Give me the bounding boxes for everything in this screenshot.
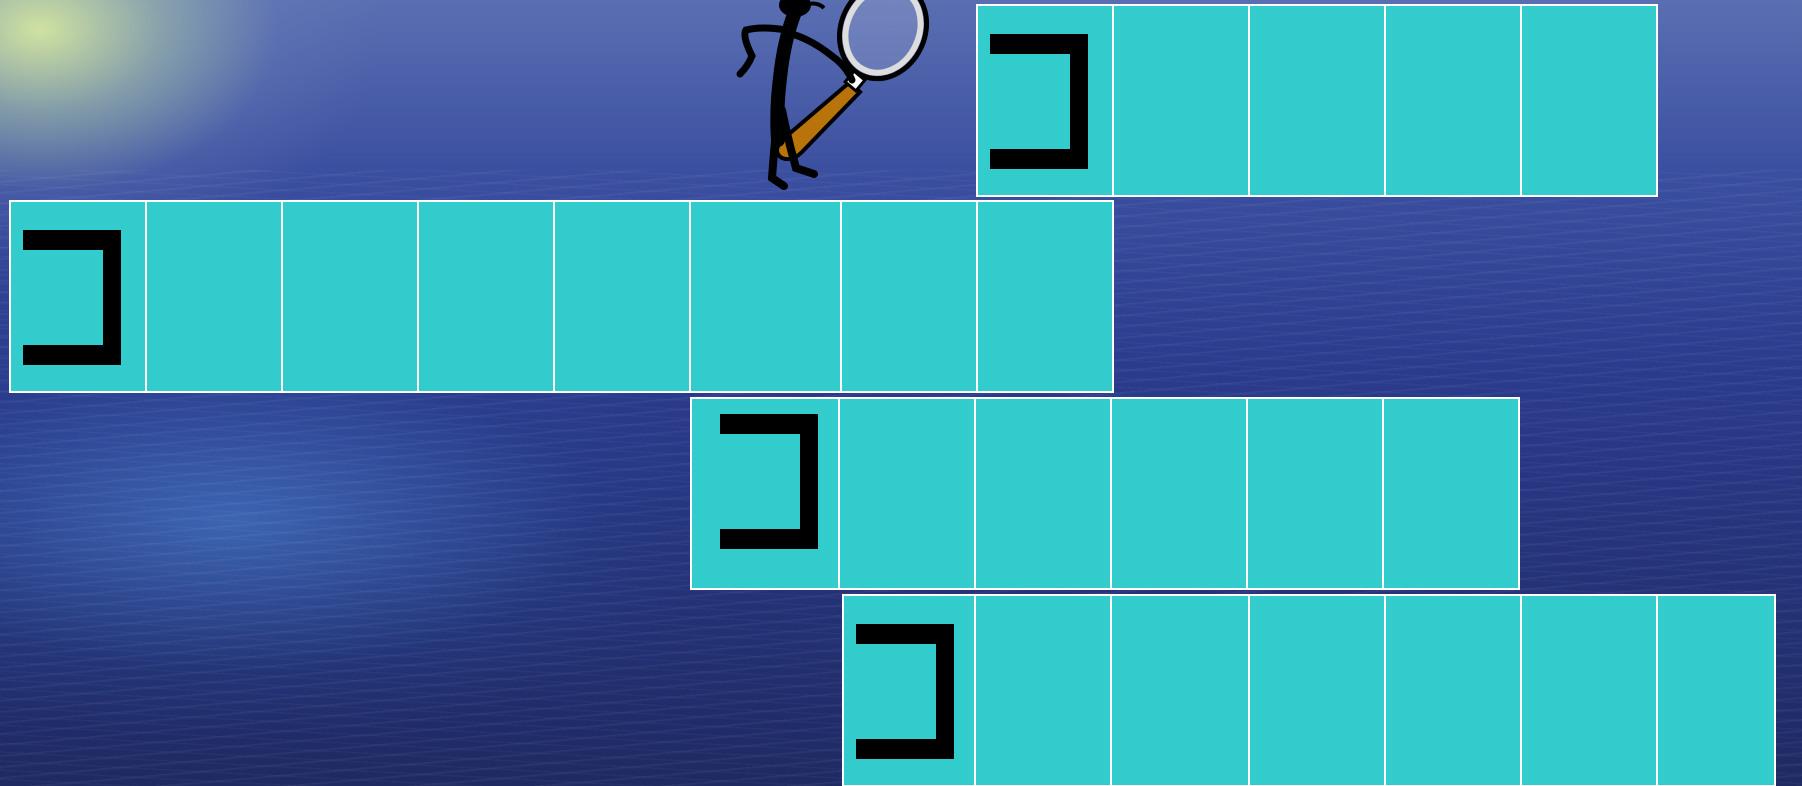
crossword-cell[interactable]	[1248, 594, 1386, 786]
crossword-cell[interactable]	[1110, 397, 1248, 590]
hebrew-letter-bet-icon	[990, 34, 1088, 169]
crossword-cell[interactable]	[553, 200, 691, 393]
crossword-cell-start[interactable]	[690, 397, 840, 590]
crossword-cell[interactable]	[976, 200, 1114, 393]
crossword-cell[interactable]	[974, 594, 1112, 786]
crossword-cell[interactable]	[1112, 4, 1250, 197]
crossword-cell[interactable]	[281, 200, 419, 393]
crossword-cell[interactable]	[1656, 594, 1776, 786]
crossword-word-2	[9, 200, 1114, 393]
crossword-cell[interactable]	[974, 397, 1112, 590]
crossword-cell[interactable]	[689, 200, 842, 393]
crossword-cell[interactable]	[1520, 594, 1658, 786]
crossword-word-1	[976, 4, 1658, 197]
crossword-cell[interactable]	[840, 200, 978, 393]
crossword-word-4	[842, 594, 1776, 786]
crossword-cell[interactable]	[1384, 4, 1522, 197]
crossword-cell-start[interactable]	[842, 594, 976, 786]
detective-with-magnifying-glass-icon	[700, 0, 930, 195]
hebrew-letter-bet-icon	[856, 624, 954, 759]
crossword-cell[interactable]	[145, 200, 283, 393]
crossword-cell[interactable]	[1520, 4, 1658, 197]
crossword-cell[interactable]	[1382, 397, 1520, 590]
crossword-cell[interactable]	[417, 200, 555, 393]
hebrew-letter-bet-icon	[720, 414, 818, 549]
crossword-cell[interactable]	[1384, 594, 1522, 786]
crossword-cell[interactable]	[1246, 397, 1384, 590]
crossword-cell-start[interactable]	[9, 200, 147, 393]
crossword-cell[interactable]	[838, 397, 976, 590]
crossword-cell-start[interactable]	[976, 4, 1114, 197]
crossword-cell[interactable]	[1248, 4, 1386, 197]
hebrew-letter-bet-icon	[23, 230, 121, 365]
crossword-word-3	[690, 397, 1520, 590]
crossword-cell[interactable]	[1110, 594, 1250, 786]
